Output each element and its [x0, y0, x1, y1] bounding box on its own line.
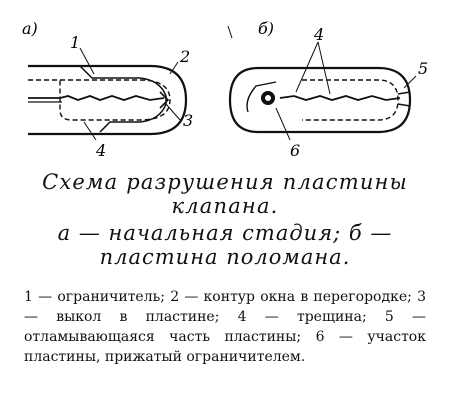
- legend-item-5: 5 — отламывающаяся часть пластины;: [24, 309, 427, 345]
- legend-item-2: 2 — контур окна в перегородке;: [170, 289, 412, 305]
- legend-item-4: 4 — трещина;: [237, 309, 367, 325]
- window-contour-b: [302, 79, 399, 121]
- limiter-a: [79, 65, 167, 133]
- panel-a-letter: а): [22, 19, 38, 38]
- clamped-area-b: [246, 81, 277, 113]
- callout-b-5: 5: [418, 59, 428, 78]
- panel-a-plate: [28, 64, 188, 136]
- legend-item-1: 1 — ограничитель;: [24, 289, 165, 305]
- panel-b-letter: б): [258, 19, 274, 38]
- figure-subtitle: а — начальная стадия; б — пластина полом…: [57, 221, 393, 269]
- window-contour-a: [28, 79, 171, 121]
- legend-item-3: 3 — выкол в пластине;: [24, 289, 426, 325]
- panel-b-plate: [228, 66, 412, 134]
- panel-a-leaders: [79, 47, 181, 141]
- figure-legend: 1 — ограничитель; 2 — контур окна в пере…: [24, 287, 426, 367]
- stray-mark: [227, 25, 233, 39]
- crack-b: [279, 95, 401, 101]
- break-notch-b: [397, 91, 411, 107]
- callout-a-1: 1: [70, 33, 80, 52]
- figure-title: Схема разрушения пластины клапана.: [42, 170, 408, 218]
- callout-a-3: 3: [183, 111, 193, 130]
- chip-a: [159, 91, 170, 109]
- valve-plate-diagram: а) 1 2 3 4 б): [22, 19, 428, 160]
- callout-a-2: 2: [179, 47, 190, 66]
- panel-b-leaders: [275, 41, 417, 141]
- callout-b-6: 6: [290, 141, 300, 160]
- callout-b-4: 4: [313, 25, 324, 44]
- callout-a-4: 4: [95, 141, 106, 160]
- crack-a: [28, 95, 165, 101]
- legend-item-6: 6 — участок пластины, прижатый ограничит…: [24, 329, 426, 365]
